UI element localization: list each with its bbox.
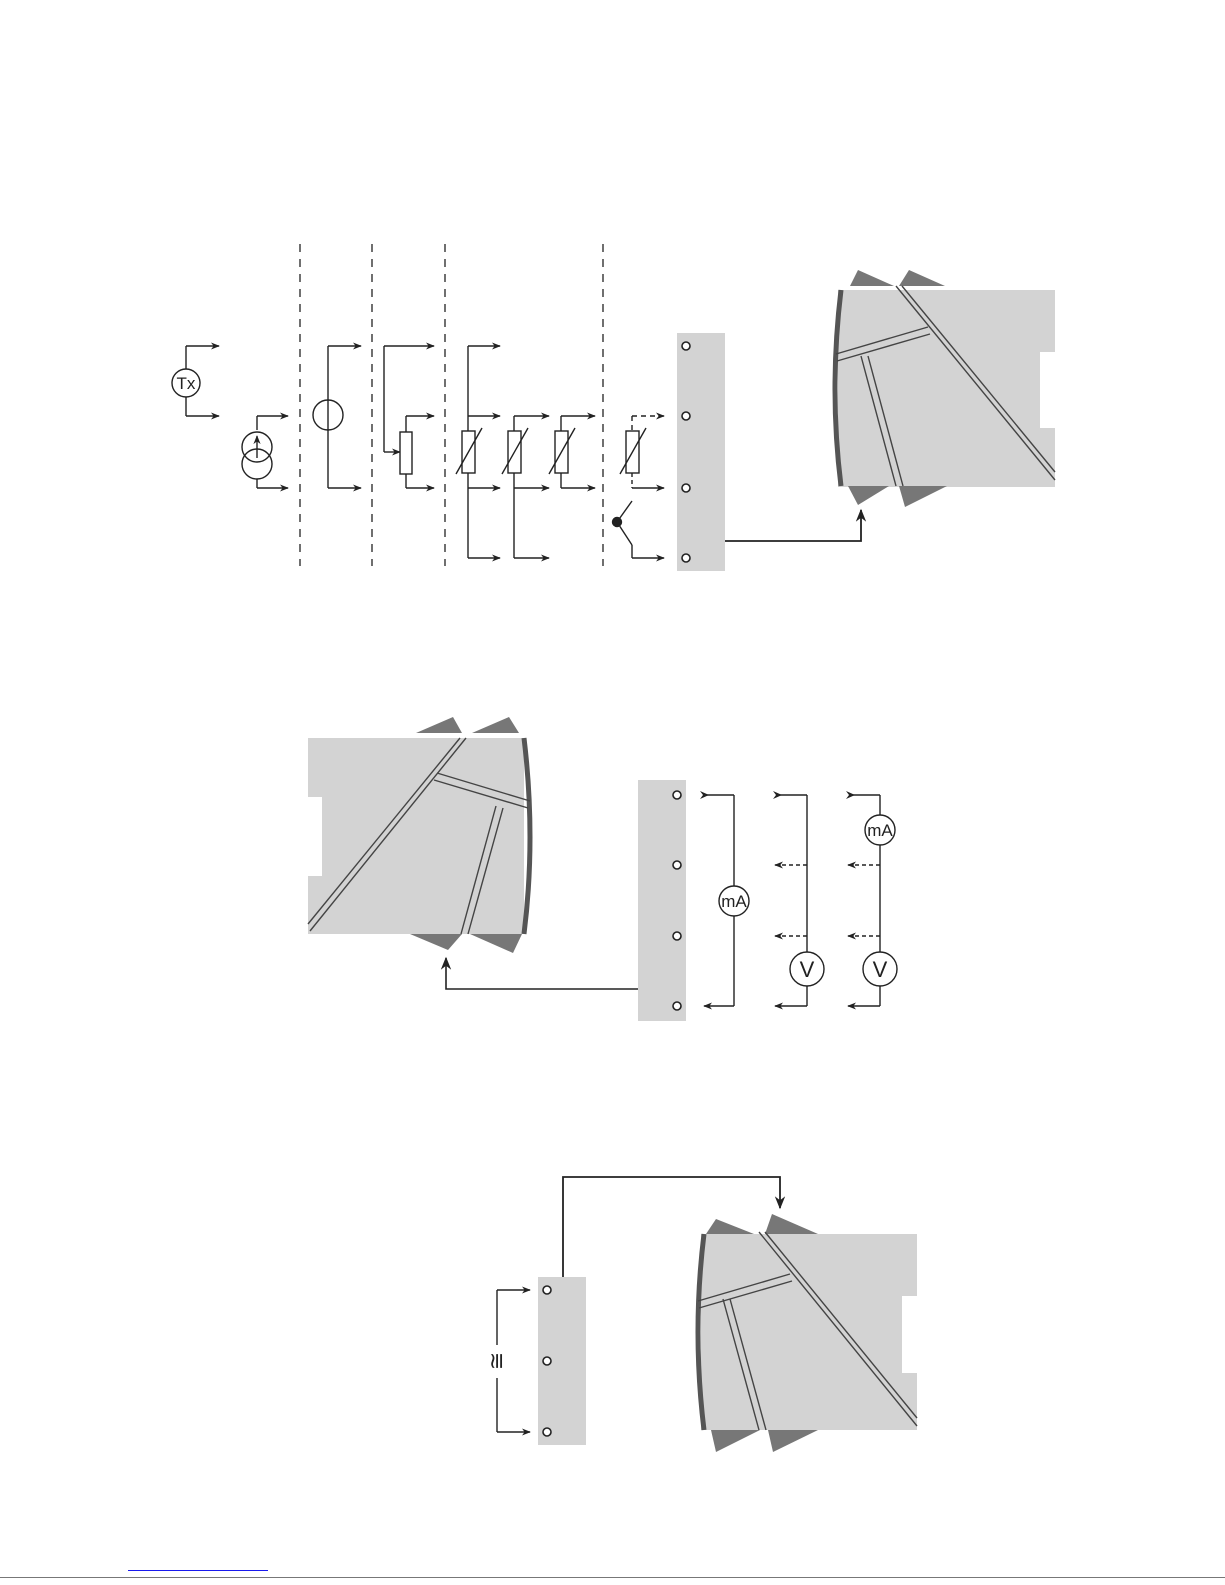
combined-output-loop: mA V bbox=[846, 791, 897, 1006]
terminal bbox=[673, 932, 681, 940]
thermocouple-icon bbox=[613, 416, 665, 558]
terminal bbox=[673, 861, 681, 869]
terminal bbox=[673, 791, 681, 799]
transmitter-input: Tx bbox=[172, 346, 219, 416]
voltmeter-label: V bbox=[800, 957, 815, 982]
terminal bbox=[543, 1428, 551, 1436]
input-section: Tx bbox=[172, 244, 861, 571]
module-illustration-2 bbox=[308, 717, 530, 953]
output-link-arrow bbox=[446, 958, 638, 989]
potentiometer-icon bbox=[384, 346, 434, 488]
transmitter-label: Tx bbox=[177, 374, 196, 393]
rtd-4-wire-icon bbox=[456, 346, 500, 558]
output-terminal-block bbox=[638, 780, 686, 1021]
terminal bbox=[543, 1357, 551, 1365]
milliamp-meter-label: mA bbox=[721, 892, 747, 911]
rtd-2-wire-icon bbox=[549, 416, 595, 488]
milliamp-meter-label: mA bbox=[867, 821, 893, 840]
terminal bbox=[673, 1002, 681, 1010]
supply-terminal-block bbox=[538, 1277, 586, 1445]
footer-link-underline[interactable] bbox=[128, 1570, 268, 1572]
footer-divider bbox=[0, 1577, 1225, 1578]
terminal bbox=[543, 1286, 551, 1294]
module-illustration-3 bbox=[698, 1214, 917, 1452]
terminal bbox=[682, 554, 690, 562]
voltage-source-icon bbox=[313, 346, 361, 488]
separator-lines bbox=[300, 244, 603, 566]
voltage-output-loop: V bbox=[773, 791, 824, 1006]
terminal bbox=[682, 412, 690, 420]
ac-dc-supply-icon: ≅ bbox=[484, 1352, 509, 1370]
voltmeter-label: V bbox=[873, 957, 888, 982]
module-illustration-1 bbox=[835, 270, 1055, 507]
input-link-arrow bbox=[725, 510, 861, 541]
current-source-icon bbox=[242, 416, 288, 488]
current-output-loop: mA bbox=[700, 791, 749, 1006]
terminal bbox=[682, 484, 690, 492]
input-terminal-block bbox=[677, 333, 725, 571]
terminal bbox=[682, 342, 690, 350]
supply-source: ≅ bbox=[484, 1290, 530, 1432]
rtd-3-wire-icon bbox=[502, 416, 549, 558]
